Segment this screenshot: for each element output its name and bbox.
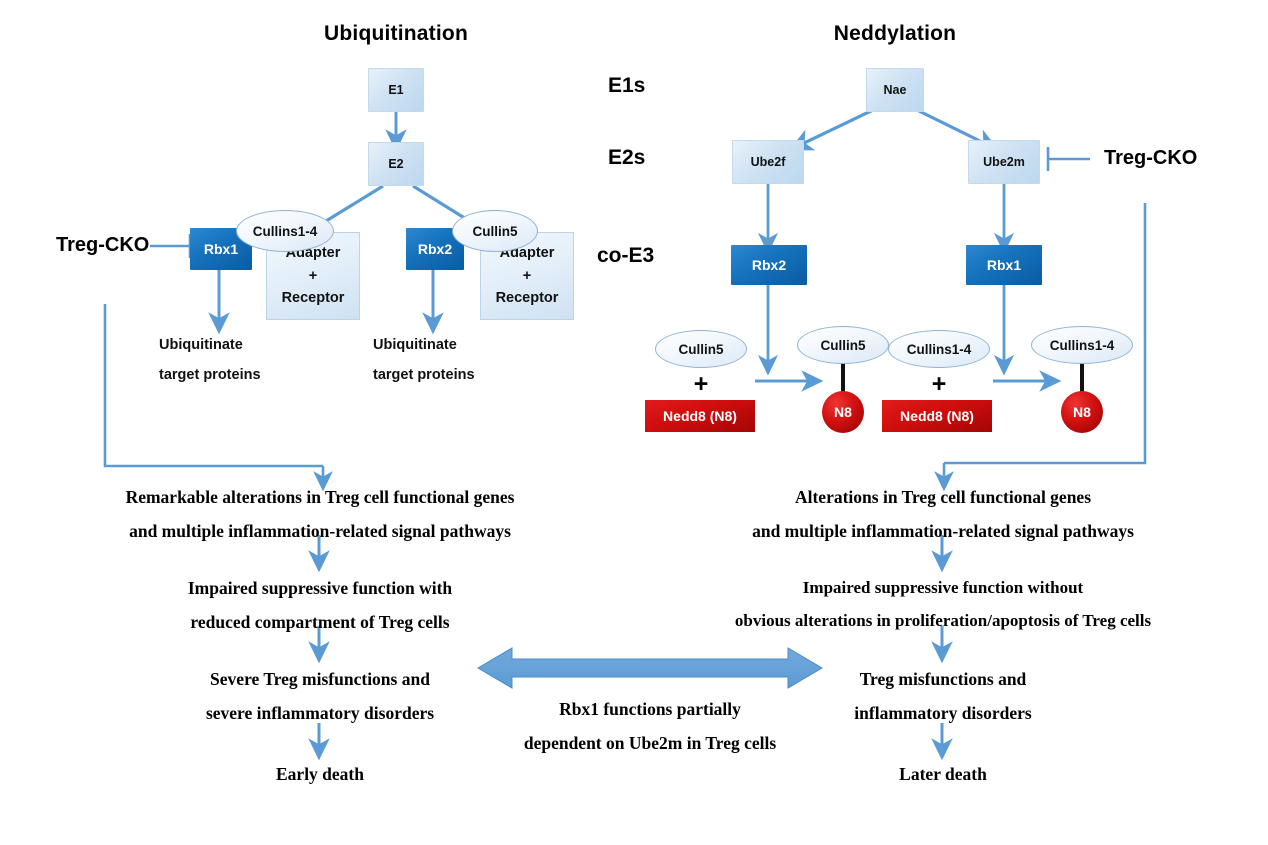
right-outcome-3: Treg misfunctions and inflammatory disor… <box>660 662 1226 730</box>
node-ube2f[interactable]: Ube2f <box>732 140 804 184</box>
node-cullin5-left[interactable]: Cullin5 <box>452 210 538 252</box>
right-outcome-3-line1: Treg misfunctions and <box>859 669 1027 689</box>
node-cullins1-4-conjugated[interactable]: Cullins1-4 <box>1031 326 1133 364</box>
right-panel-title: Neddylation <box>833 22 957 45</box>
left-outcome-4: Early death <box>276 764 364 784</box>
node-rbx2-right[interactable]: Rbx2 <box>731 245 807 285</box>
right-outcome-4: Later death <box>899 764 987 784</box>
center-caption-line1: Rbx1 functions partially <box>559 699 741 719</box>
receptor-label-2: Receptor <box>495 290 559 307</box>
plus-sign-cullin5: + <box>693 370 709 398</box>
right-outcome-1: Alterations in Treg cell functional gene… <box>660 480 1226 548</box>
plus-sign-cullins1-4: + <box>931 370 947 398</box>
inhibitor-treg-cko-right <box>1046 147 1090 171</box>
right-outcome-3-line2: inflammatory disorders <box>854 703 1032 724</box>
node-rbx2-left[interactable]: Rbx2 <box>406 228 464 270</box>
left-outcome-3-line1: Severe Treg misfunctions and <box>210 669 430 689</box>
right-outcome-2-line1: Impaired suppressive function without <box>802 578 1084 597</box>
ubiquitinate-line-1b: target proteins <box>159 367 261 384</box>
n8-circle-cullin5[interactable]: N8 <box>822 391 864 433</box>
node-rbx1-left[interactable]: Rbx1 <box>190 228 252 270</box>
n8-circle-cullins1-4[interactable]: N8 <box>1061 391 1103 433</box>
inhibitor-treg-cko-left <box>150 234 192 258</box>
left-outcome-1-line1: Remarkable alterations in Treg cell func… <box>125 487 515 507</box>
right-outcome-1-line1: Alterations in Treg cell functional gene… <box>794 487 1092 507</box>
ubiquitinate-caption-1: Ubiquitinate target proteins <box>159 330 261 391</box>
node-ube2m[interactable]: Ube2m <box>968 140 1040 184</box>
row-label-e2s: E2s <box>608 146 646 169</box>
ubiquitinate-line-1a: Ubiquitinate <box>159 337 243 353</box>
receptor-label-1: Receptor <box>281 290 345 307</box>
adapter-plus-1: + <box>308 267 318 284</box>
nedd8-box-cullins1-4[interactable]: Nedd8 (N8) <box>882 400 992 432</box>
left-panel-title: Ubiquitination <box>324 22 468 45</box>
left-outcome-1-line2: and multiple inflammation-related signal… <box>129 521 511 542</box>
node-nae[interactable]: Nae <box>866 68 924 112</box>
row-label-co-e3: co-E3 <box>597 244 655 267</box>
ubiquitinate-line-2b: target proteins <box>373 367 475 384</box>
center-caption: Rbx1 functions partially dependent on Ub… <box>470 692 830 760</box>
row-label-e1s: E1s <box>608 74 646 97</box>
left-outcome-3: Severe Treg misfunctions and severe infl… <box>34 662 606 730</box>
right-outcome-1-line2: and multiple inflammation-related signal… <box>752 521 1134 542</box>
node-rbx1-right[interactable]: Rbx1 <box>966 245 1042 285</box>
node-cullins1-4-left[interactable]: Cullins1-4 <box>236 210 334 252</box>
treg-cko-label-right: Treg-CKO <box>1104 147 1198 169</box>
left-outcome-2-line1: Impaired suppressive function with <box>187 578 453 598</box>
nedd8-box-cullin5[interactable]: Nedd8 (N8) <box>645 400 755 432</box>
treg-cko-label-left: Treg-CKO <box>56 234 150 256</box>
node-cullins1-4-free[interactable]: Cullins1-4 <box>888 330 990 368</box>
left-outcome-2-line2: reduced compartment of Treg cells <box>190 612 450 633</box>
right-outcome-2: Impaired suppressive function without ob… <box>655 571 1231 637</box>
ubiquitinate-line-2a: Ubiquitinate <box>373 337 457 353</box>
adapter-plus-2: + <box>522 267 532 284</box>
left-outcome-3-line2: severe inflammatory disorders <box>205 703 435 724</box>
center-caption-line2: dependent on Ube2m in Treg cells <box>523 733 777 754</box>
left-outcome-1: Remarkable alterations in Treg cell func… <box>34 480 606 548</box>
ubiquitinate-caption-2: Ubiquitinate target proteins <box>373 330 475 391</box>
node-cullin5-free[interactable]: Cullin5 <box>655 330 747 368</box>
node-e2[interactable]: E2 <box>368 142 424 186</box>
node-cullin5-conjugated[interactable]: Cullin5 <box>797 326 889 364</box>
node-e1[interactable]: E1 <box>368 68 424 112</box>
left-outcome-2: Impaired suppressive function with reduc… <box>34 571 606 639</box>
arrow-nae-to-ube2f <box>789 108 874 151</box>
right-outcome-2-line2: obvious alterations in proliferation/apo… <box>734 611 1152 631</box>
